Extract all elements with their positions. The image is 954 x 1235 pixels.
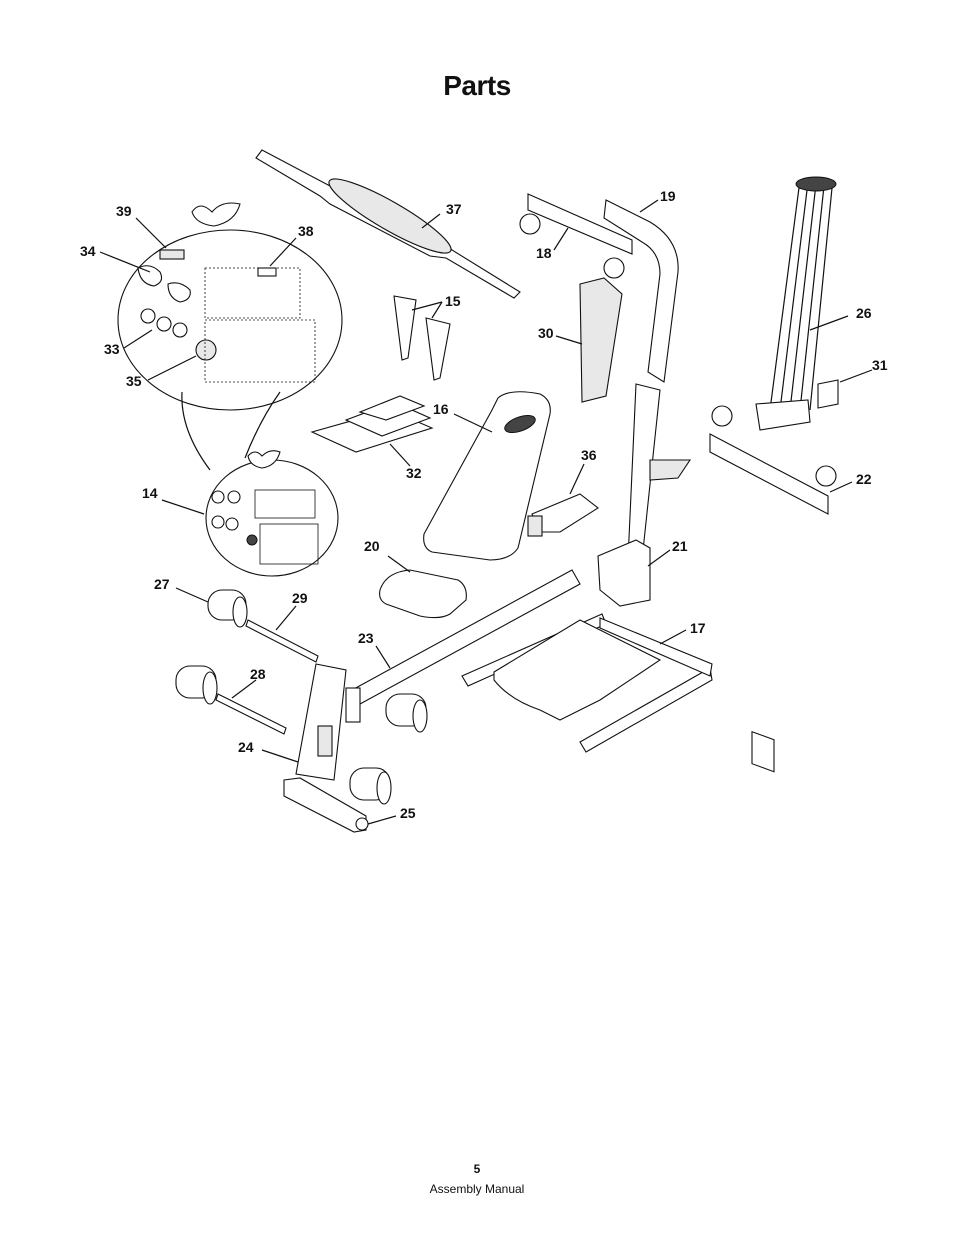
- part-27-foam-roller: [207, 589, 248, 628]
- callout-17: 17: [690, 620, 706, 636]
- roller-lower-2: [349, 767, 392, 805]
- part-16-back-pad: [423, 391, 551, 561]
- callout-25: 25: [400, 805, 416, 821]
- part-23-seat-rail: [345, 569, 581, 723]
- part-19-upper-tower: [603, 199, 679, 383]
- part-32-manuals: [310, 395, 434, 453]
- callout-14: 14: [142, 485, 158, 501]
- callout-19: 19: [660, 188, 676, 204]
- leader-lines: [99, 199, 873, 825]
- part-25-front-foot: [283, 777, 369, 833]
- part-17-base-frame: [461, 613, 713, 753]
- callout-23: 23: [358, 630, 374, 646]
- document-name: Assembly Manual: [429, 1182, 525, 1196]
- callout-31: 31: [872, 357, 888, 373]
- part-14-hardware-pack: [205, 450, 339, 577]
- part-36-seat-bracket: [527, 493, 599, 537]
- callout-26: 26: [856, 305, 872, 321]
- callout-20: 20: [364, 538, 380, 554]
- callout-39: 39: [116, 203, 132, 219]
- part-29-rod: [245, 619, 319, 663]
- part-26-power-rods: [755, 176, 837, 431]
- part-28-foam-roller: [175, 665, 218, 705]
- callout-24: 24: [238, 739, 254, 755]
- part-33-washers: [140, 308, 188, 338]
- part-39-clip: [159, 249, 185, 260]
- callout-22: 22: [856, 471, 872, 487]
- part-31-plate: [817, 379, 839, 409]
- callout-21: 21: [672, 538, 688, 554]
- callout-16: 16: [433, 401, 449, 417]
- part-20-seat-pad: [379, 569, 467, 619]
- bolts-and-nuts: [204, 267, 316, 383]
- callout-38: 38: [298, 223, 314, 239]
- callout-15: 15: [445, 293, 461, 309]
- callout-28: 28: [250, 666, 266, 682]
- part-15-handles: [393, 295, 451, 381]
- part-22-rear-base: [709, 405, 837, 773]
- part-34-carabiners: [137, 265, 191, 303]
- part-30-cover: [579, 277, 623, 403]
- callout-27: 27: [154, 576, 170, 592]
- part-21-lower-tower: [597, 383, 692, 607]
- part-28-rod: [215, 693, 287, 735]
- callout-35: 35: [126, 373, 142, 389]
- callout-29: 29: [292, 590, 308, 606]
- part-37-strap: [255, 149, 521, 299]
- callout-30: 30: [538, 325, 554, 341]
- callout-37: 37: [446, 201, 462, 217]
- callout-34: 34: [80, 243, 96, 259]
- callout-32: 32: [406, 465, 422, 481]
- part-35-knob: [195, 339, 217, 361]
- page-number: 5: [473, 1162, 481, 1176]
- roller-lower-1: [385, 693, 428, 733]
- callout-33: 33: [104, 341, 120, 357]
- part-24-leg-extension: [295, 663, 347, 781]
- page-title: Parts: [443, 70, 511, 101]
- hardware-bubble: [117, 202, 343, 471]
- part-18-top-crossbar: [519, 193, 633, 279]
- callout-36: 36: [581, 447, 597, 463]
- part-38-label: [257, 267, 277, 277]
- callout-18: 18: [536, 245, 552, 261]
